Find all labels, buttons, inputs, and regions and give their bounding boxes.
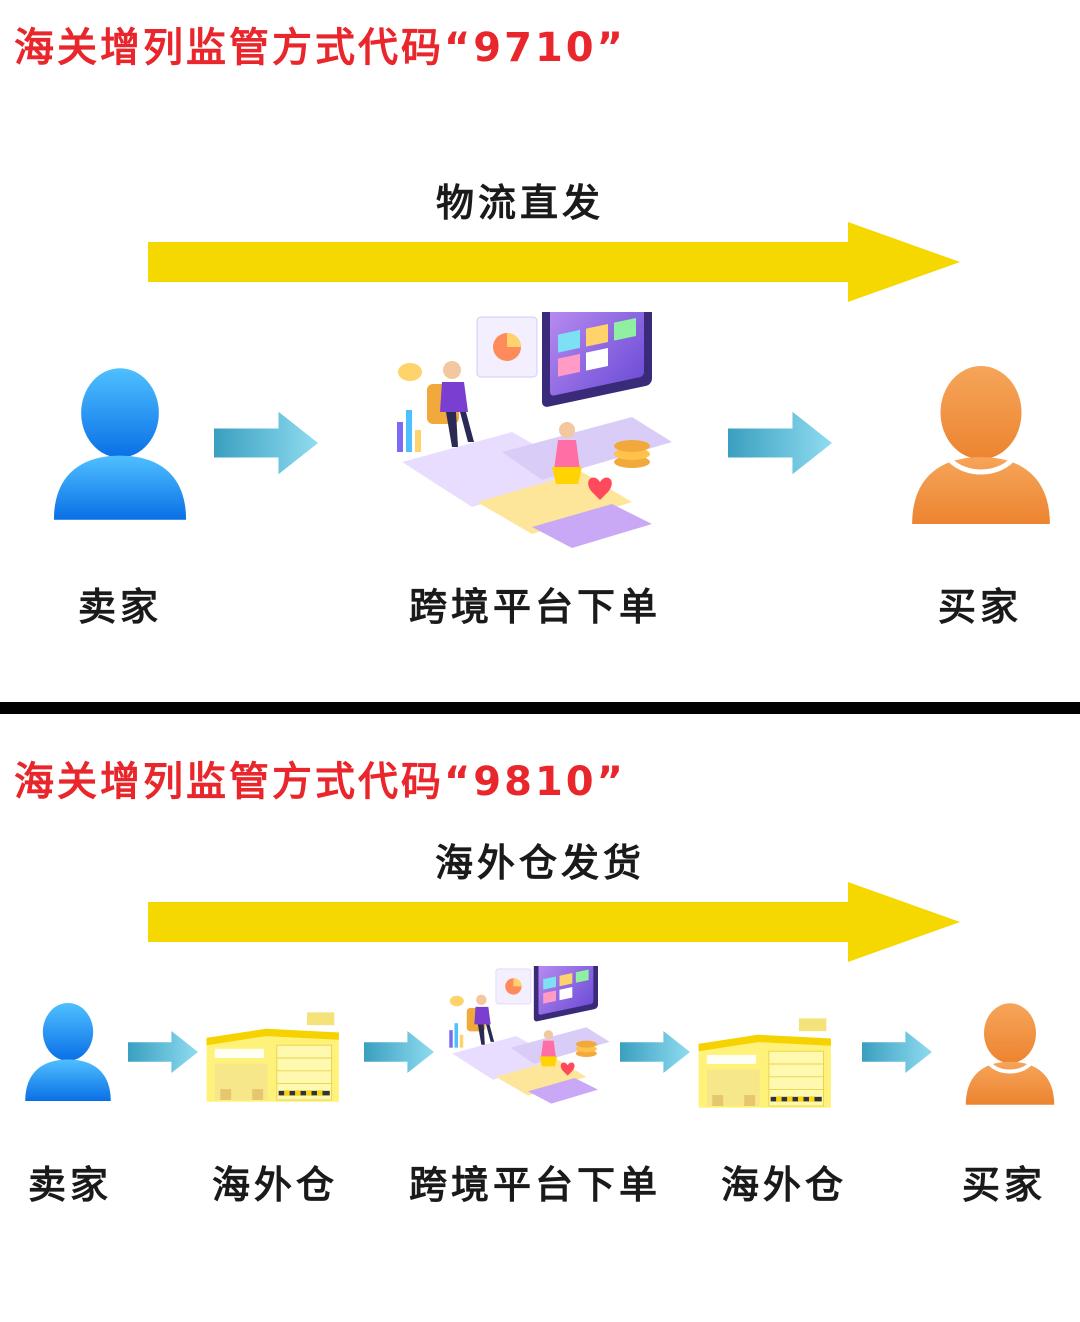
section-9810-platform-label: 跨境平台下单 bbox=[408, 1163, 661, 1207]
section-9710-banner-label: 物流直发 bbox=[435, 181, 604, 225]
platform-illustration bbox=[448, 966, 610, 1104]
section-9810-banner-arrow bbox=[148, 882, 960, 962]
flow-arrow-icon bbox=[620, 1031, 690, 1073]
section-9710-buyer-label: 买家 bbox=[937, 585, 1022, 629]
section-divider bbox=[0, 702, 1080, 714]
flow-arrow-icon bbox=[862, 1031, 932, 1073]
buyer-person-icon bbox=[912, 366, 1050, 524]
section-9710-banner-arrow bbox=[148, 222, 960, 302]
seller-person-icon bbox=[25, 1002, 111, 1102]
flow-arrow-icon bbox=[214, 411, 318, 475]
section-9710-title: 海关增列监管方式代码“9710” bbox=[14, 25, 626, 71]
section-9710-platform-label: 跨境平台下单 bbox=[408, 585, 661, 629]
platform-illustration bbox=[396, 312, 673, 549]
section-9810-seller-label: 卖家 bbox=[27, 1163, 112, 1207]
warehouse-icon bbox=[698, 1017, 832, 1109]
buyer-person-icon bbox=[965, 1003, 1055, 1105]
flow-arrow-icon bbox=[364, 1031, 434, 1073]
section-9810-buyer-label: 买家 bbox=[961, 1163, 1046, 1207]
section-9710-seller-label: 卖家 bbox=[77, 585, 162, 629]
warehouse-icon bbox=[206, 1011, 340, 1103]
section-9810-warehouse-2-label: 海外仓 bbox=[720, 1163, 847, 1207]
section-9810-banner-label: 海外仓发货 bbox=[434, 841, 645, 885]
flow-arrow-icon bbox=[128, 1031, 198, 1073]
section-9810-warehouse-1-label: 海外仓 bbox=[211, 1163, 338, 1207]
section-9810-title: 海关增列监管方式代码“9810” bbox=[14, 759, 626, 805]
flow-arrow-icon bbox=[728, 411, 832, 475]
seller-person-icon bbox=[53, 368, 187, 520]
